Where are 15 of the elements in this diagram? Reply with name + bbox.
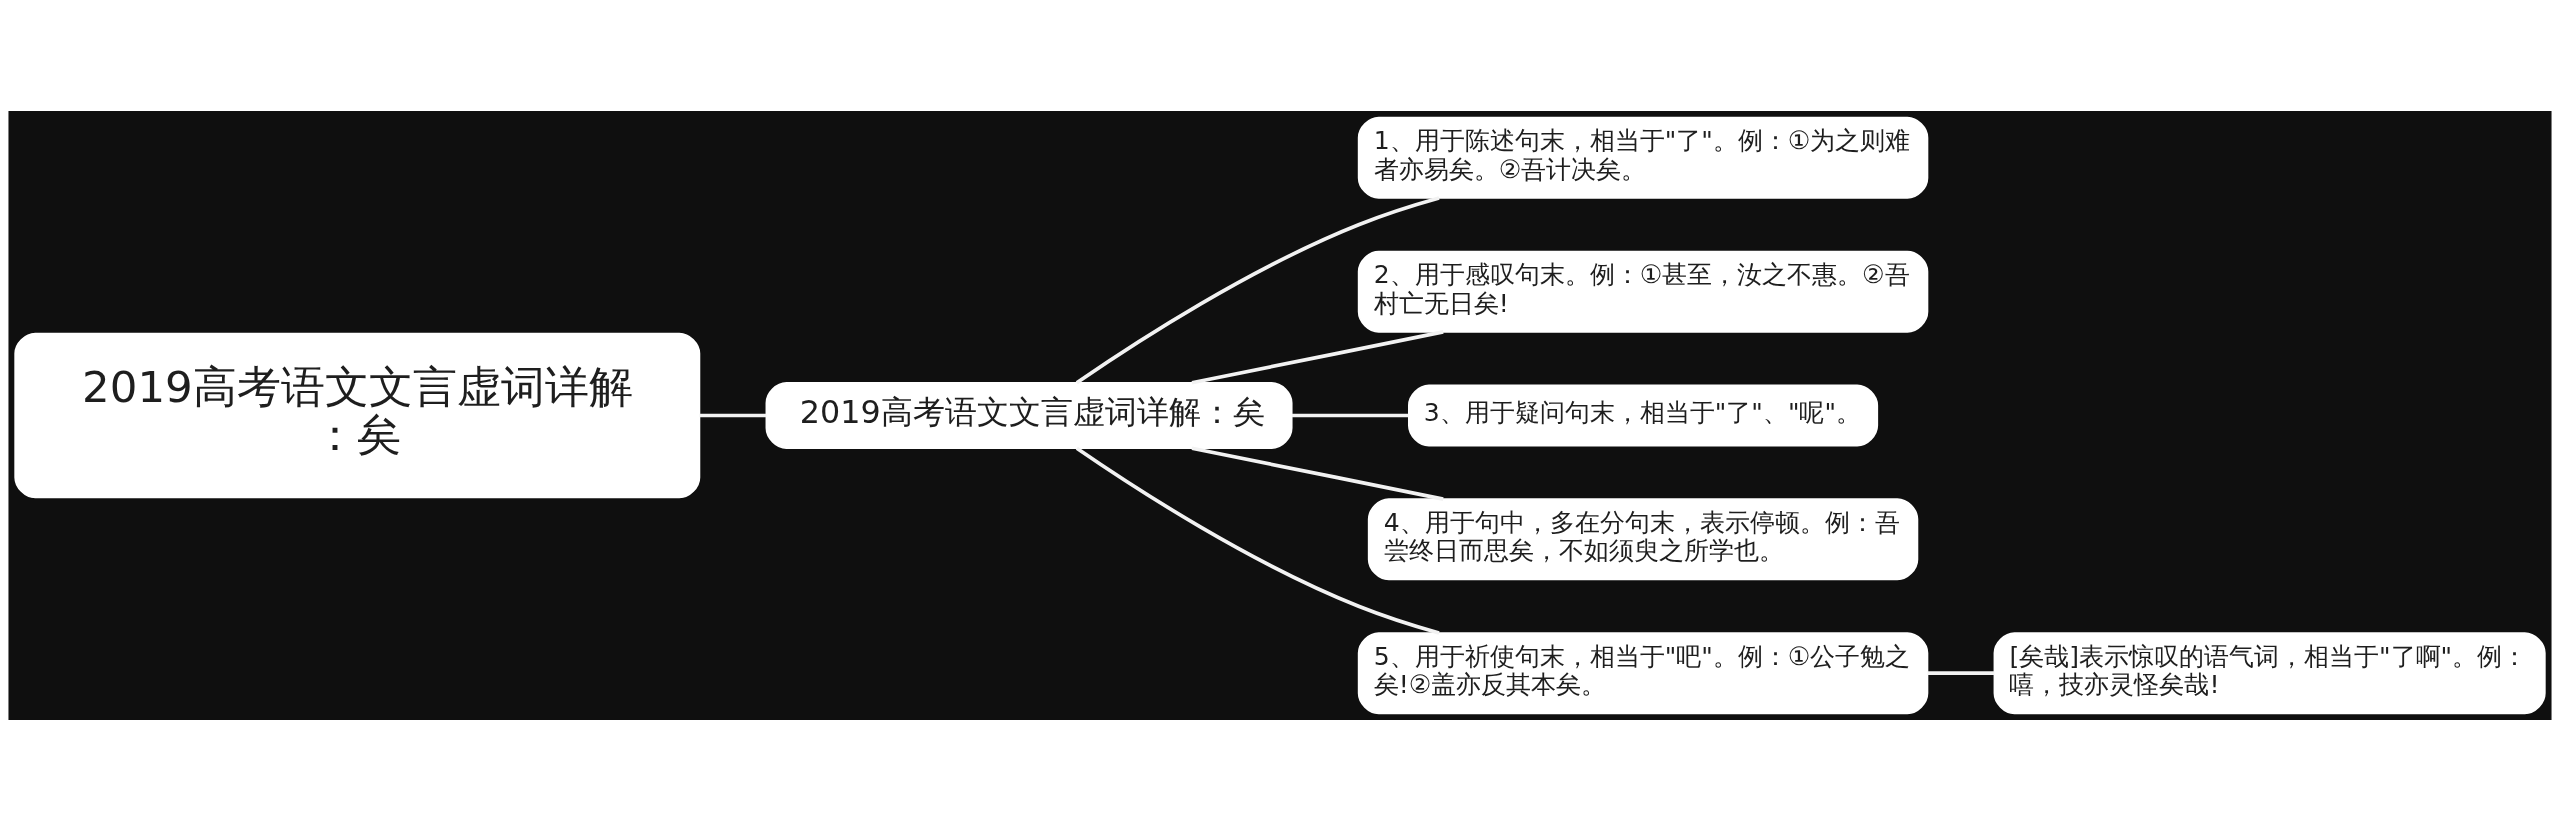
connector	[1075, 446, 1440, 635]
node-box: 5、用于祈使句末，相当于"吧"。例：①公子勉之矣!②盖亦反其本矣。	[1357, 632, 1929, 715]
connector	[699, 413, 767, 418]
connector	[1927, 671, 1995, 675]
node-box: 3、用于疑问句末，相当于"了"、"呢"。	[1408, 384, 1879, 447]
node-box: 4、用于句中，多在分句末，表示停顿。例：吾尝终日而思矣，不如须臾之所学也。	[1367, 498, 1919, 581]
connector	[1191, 446, 1444, 501]
node-box: 2、用于感叹句末。例：①甚至，汝之不惠。②吾村亡无日矣!	[1357, 250, 1929, 333]
node-box: 2019高考语文文言虚词详解：矣	[765, 382, 1293, 449]
connector	[1075, 196, 1440, 385]
connector	[1291, 413, 1409, 418]
node-box: 2019高考语文文言虚词详解：矣	[14, 332, 701, 499]
node-box: [矣哉]表示惊叹的语气词，相当于"了啊"。例：嘻，技亦灵怪矣哉!	[1993, 632, 2546, 715]
connector	[1191, 330, 1444, 385]
node-box: 1、用于陈述句末，相当于"了"。例：①为之则难者亦易矣。②吾计决矣。	[1357, 116, 1929, 199]
